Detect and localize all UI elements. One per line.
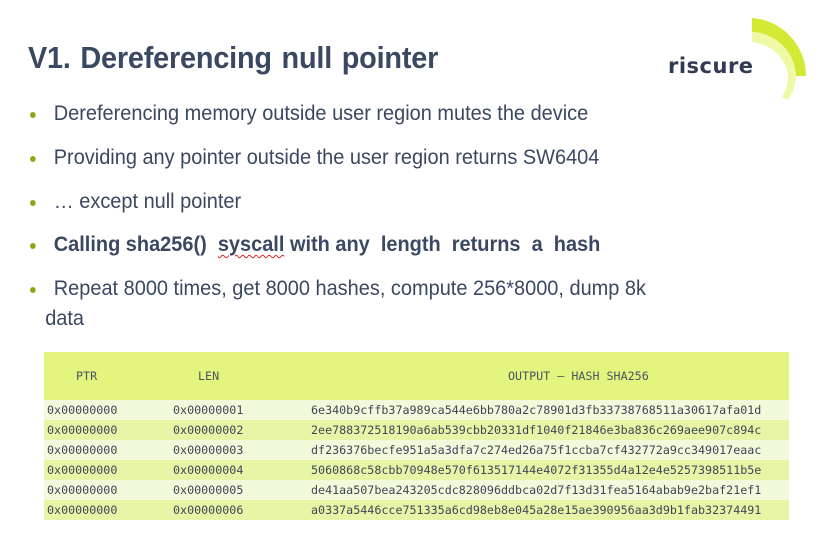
logo-inner-arc [752, 32, 796, 100]
cell-hash: 2ee788372518190a6ab539cbb20331df1040f218… [308, 420, 789, 440]
cell-hash: a0337a5446cce751335a6cd98eb8e045a28e15ae… [308, 500, 789, 520]
spellcheck-flagged-word[interactable]: syscall [217, 233, 285, 256]
bullet-dot-icon [30, 200, 36, 206]
cell-hash: 6e340b9cffb37a989ca544e6bb780a2c78901d3f… [308, 400, 789, 420]
table-row: 0x00000000 0x00000004 5060868c58cbb70948… [44, 460, 789, 480]
bullet-text-part: with any length returns a hash [284, 233, 601, 256]
table-header-row: PTR LEN OUTPUT – HASH SHA256 [44, 352, 789, 400]
table-row: 0x00000000 0x00000001 6e340b9cffb37a989c… [44, 400, 789, 420]
table-row: 0x00000000 0x00000005 de41aa507bea243205… [44, 480, 789, 500]
table-row: 0x00000000 0x00000002 2ee788372518190a6a… [44, 420, 789, 440]
cell-len: 0x00000005 [170, 480, 308, 500]
column-header-output: OUTPUT – HASH SHA256 [308, 352, 789, 400]
cell-len: 0x00000001 [170, 400, 308, 420]
hash-table: PTR LEN OUTPUT – HASH SHA256 0x00000000 … [44, 352, 789, 520]
cell-hash: 5060868c58cbb70948e570f613517144e4072f31… [308, 460, 789, 480]
slide-title: V1. Dereferencing null pointer [28, 40, 439, 75]
cell-hash: de41aa507bea243205cdc828096ddbca02d7f13d… [308, 480, 789, 500]
cell-ptr: 0x00000000 [44, 400, 170, 420]
cell-hash: df236376becfe951a5a3dfa7c274ed26a75f1ccb… [308, 440, 789, 460]
logo-arc-icon [752, 18, 807, 100]
bullet-text: Repeat 8000 times, get 8000 hashes, comp… [53, 277, 647, 300]
bullet-text-continuation: data [45, 307, 85, 330]
bullet-dot-icon [30, 112, 36, 118]
cell-ptr: 0x00000000 [44, 420, 170, 440]
cell-len: 0x00000006 [170, 500, 308, 520]
table-row: 0x00000000 0x00000006 a0337a5446cce75133… [44, 500, 789, 520]
bullet-text: … except null pointer [53, 190, 242, 213]
cell-len: 0x00000003 [170, 440, 308, 460]
bullet-dot-icon [30, 287, 36, 293]
cell-ptr: 0x00000000 [44, 440, 170, 460]
bullet-text-part: Calling sha256() [53, 233, 218, 256]
cell-ptr: 0x00000000 [44, 480, 170, 500]
column-header-len: LEN [170, 352, 308, 400]
bullet-text: Dereferencing memory outside user region… [53, 102, 589, 125]
bullet-text: Calling sha256() syscall with any length… [54, 231, 601, 259]
cell-len: 0x00000004 [170, 460, 308, 480]
logo-wordmark: riscure [668, 54, 754, 78]
cell-ptr: 0x00000000 [44, 500, 170, 520]
cell-ptr: 0x00000000 [44, 460, 170, 480]
logo-outer-arc [752, 18, 807, 76]
riscure-logo: riscure [660, 10, 818, 105]
bullet-dot-icon [30, 156, 36, 162]
table-row: 0x00000000 0x00000003 df236376becfe951a5… [44, 440, 789, 460]
column-header-ptr: PTR [44, 352, 170, 400]
cell-len: 0x00000002 [170, 420, 308, 440]
bullet-dot-icon [30, 243, 36, 249]
bullet-text: Providing any pointer outside the user r… [53, 146, 600, 169]
